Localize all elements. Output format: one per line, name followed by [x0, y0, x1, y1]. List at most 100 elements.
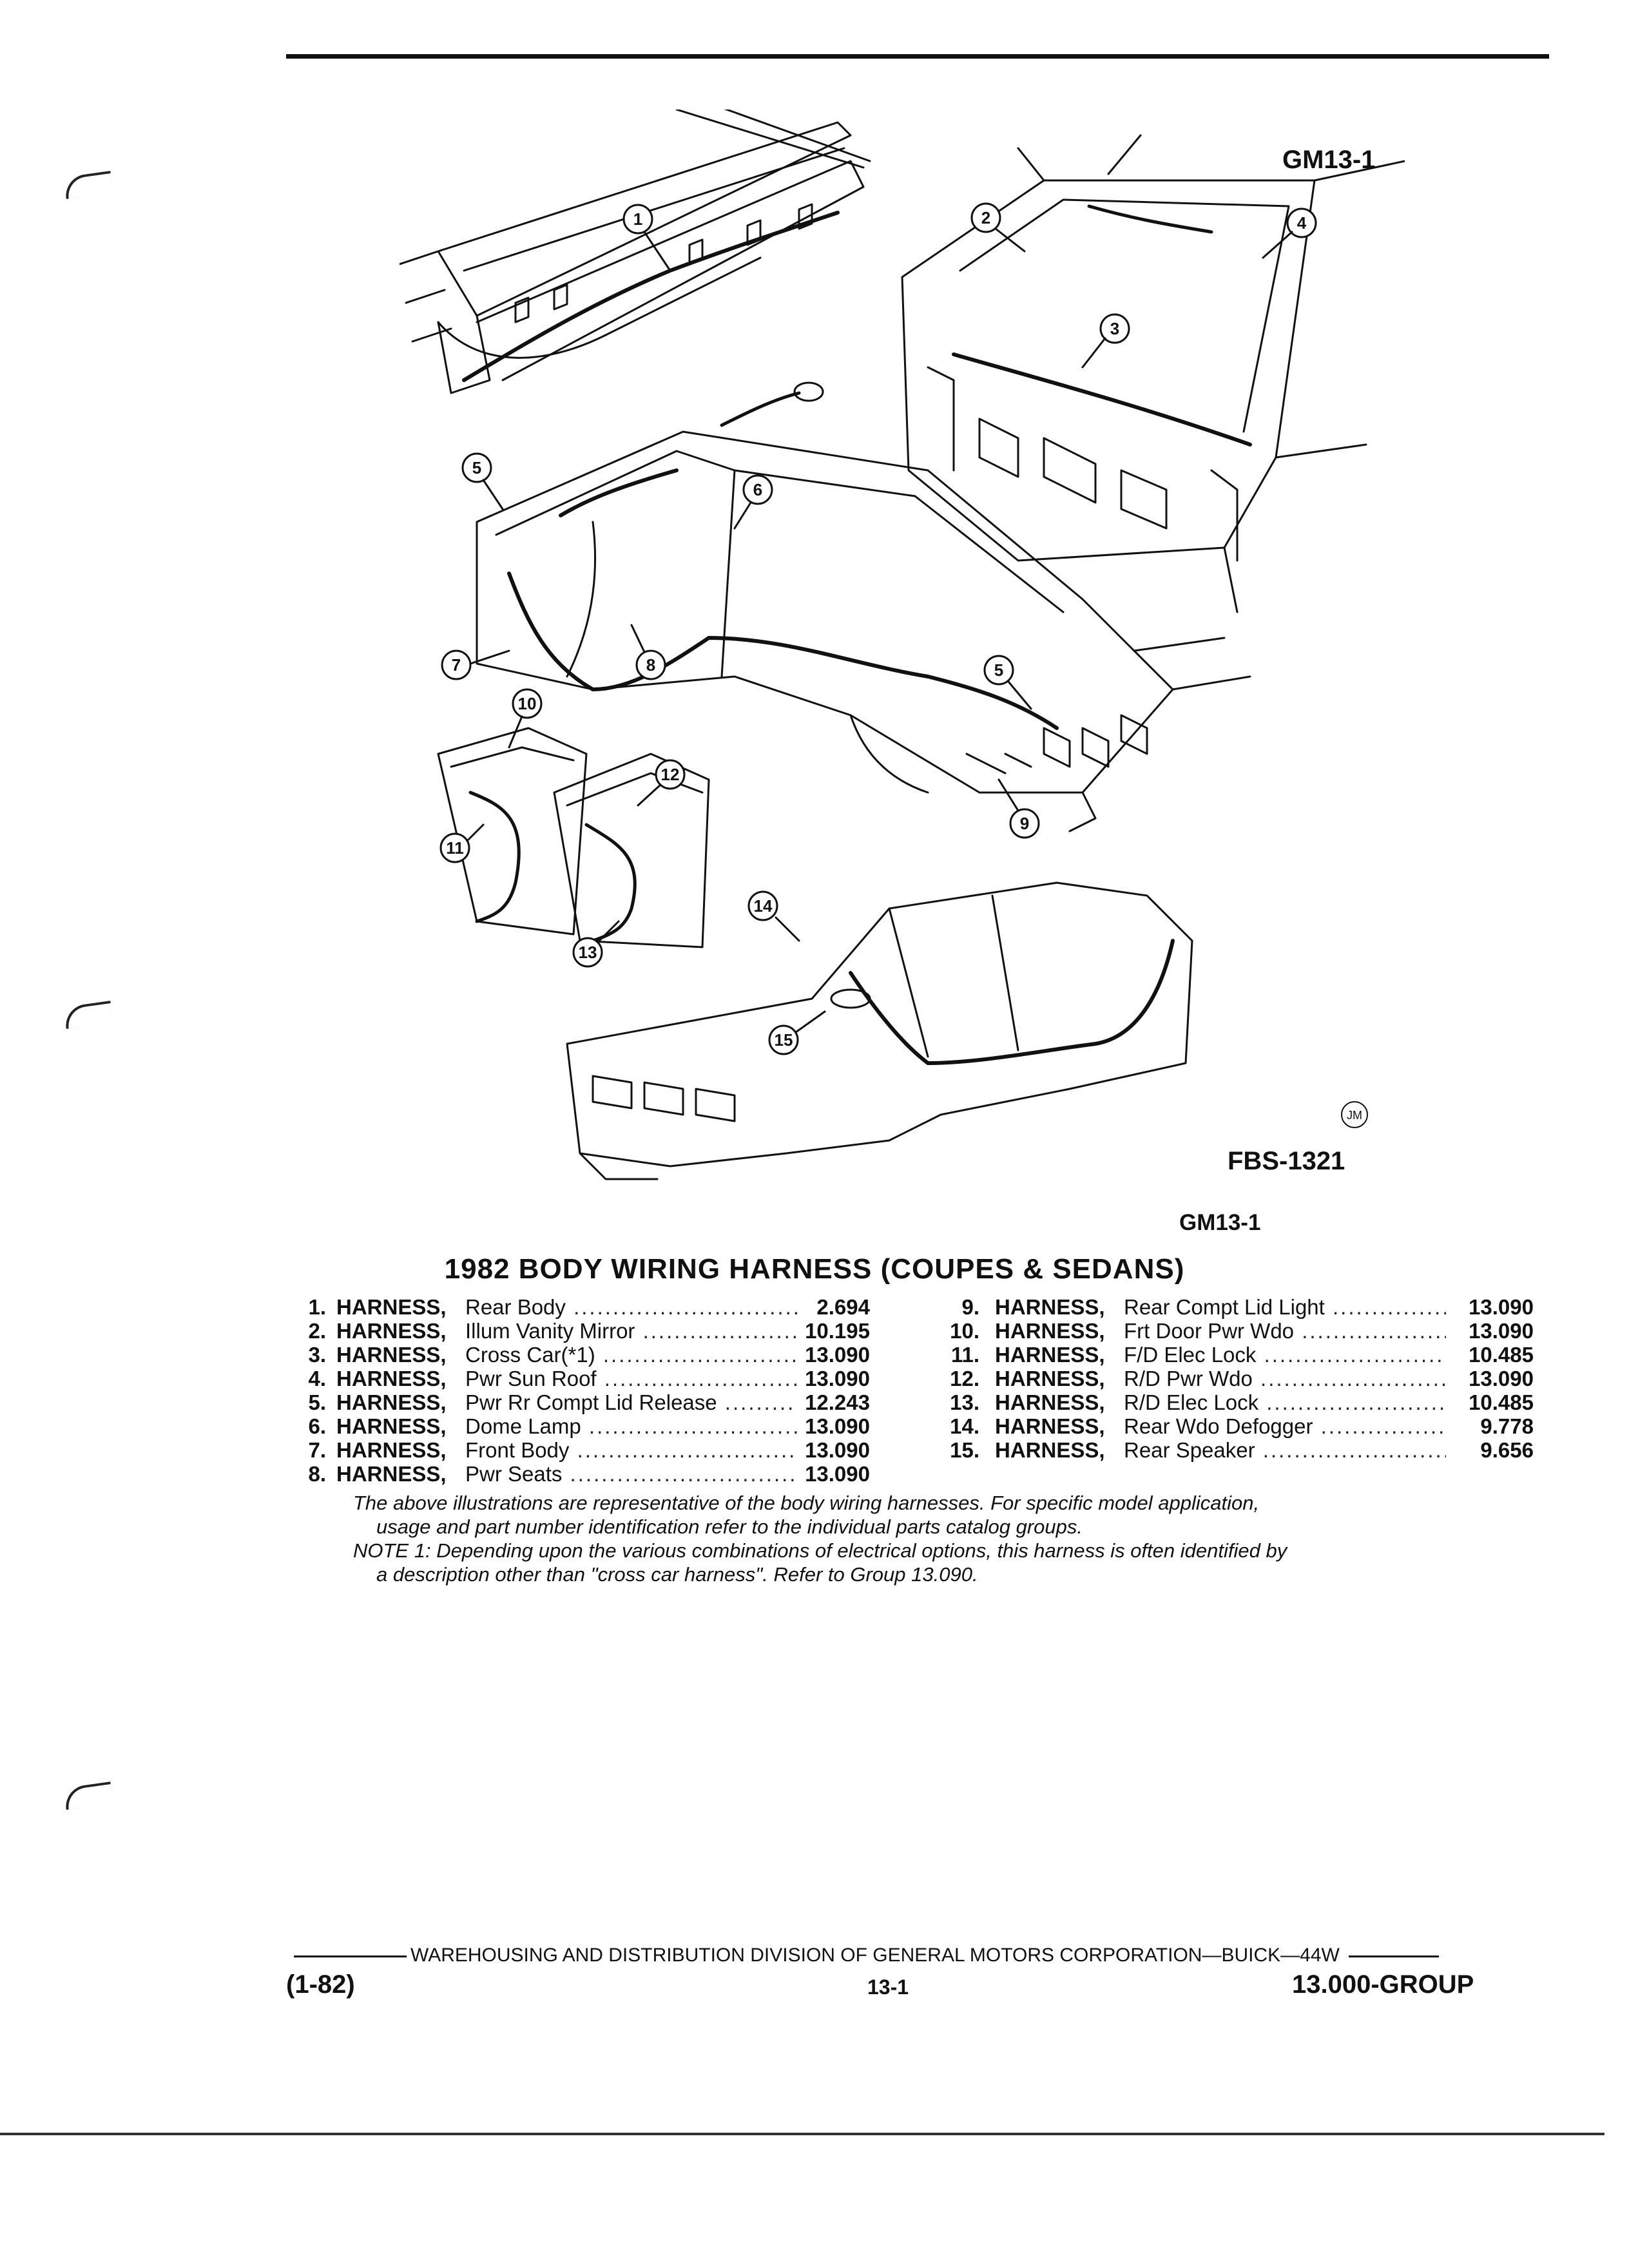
item-number: 9.: [961, 1295, 979, 1319]
parts-list-row: 1. HARNESS, Rear Body 2.694: [290, 1295, 870, 1320]
footer-division: WAREHOUSING AND DISTRIBUTION DIVISION OF…: [410, 1945, 1340, 1966]
artist-initials: JM: [1347, 1109, 1362, 1122]
item-number: 1.: [308, 1295, 326, 1319]
harness-keyword: HARNESS,: [995, 1438, 1105, 1462]
footer-division-line: WAREHOUSING AND DISTRIBUTION DIVISION OF…: [290, 1945, 1443, 1966]
harness-keyword: HARNESS,: [995, 1319, 1105, 1343]
callout-circle: [630, 624, 666, 680]
front-body-drawing: [476, 381, 1251, 832]
harness-keyword: HARNESS,: [336, 1367, 447, 1390]
item-description: Rear Body: [465, 1295, 800, 1320]
callout-circle: [1262, 207, 1317, 259]
item-description: R/D Elec Lock: [1124, 1390, 1446, 1415]
callout-label: 11: [446, 838, 464, 858]
item-number: 10.: [950, 1319, 979, 1343]
note-line: a description other than "cross car harn…: [376, 1563, 978, 1586]
item-number: 11.: [950, 1343, 979, 1367]
item-description: Cross Car(*1): [465, 1343, 800, 1367]
parts-list-row: 9. HARNESS, Rear Compt Lid Light 13.090: [941, 1295, 1534, 1320]
item-number: 5.: [308, 1390, 326, 1414]
harness-keyword: HARNESS,: [995, 1390, 1105, 1414]
item-number: 15.: [950, 1438, 979, 1462]
group-number: 13.090: [1461, 1295, 1534, 1320]
item-number: 6.: [308, 1414, 326, 1438]
item-number: 14.: [950, 1414, 979, 1438]
group-number: 10.485: [1461, 1390, 1534, 1415]
callout-markers: 1 2 3 4 5 6 7 8 5 9 10 11 12 13 14 15 JM: [439, 202, 1368, 1128]
parts-list-row: 4.HARNESS,Pwr Sun Roof13.090: [290, 1367, 870, 1391]
group-number: 10.195: [797, 1319, 870, 1343]
harness-keyword: HARNESS,: [336, 1295, 447, 1319]
callout-label: 3: [1110, 319, 1119, 338]
item-number: 7.: [308, 1438, 326, 1462]
parts-list-row: 6.HARNESS,Dome Lamp13.090: [290, 1414, 870, 1439]
callout-circle: [983, 655, 1032, 710]
rear-body-panel-drawing: [400, 110, 871, 394]
harness-keyword: HARNESS,: [336, 1319, 447, 1343]
group-number: 13.090: [1461, 1367, 1534, 1391]
group-number: 13.090: [797, 1343, 870, 1367]
group-number: 9.656: [1472, 1438, 1534, 1463]
artist-mark: [1341, 1101, 1368, 1128]
footer-page-number: 13-1: [867, 1975, 909, 1999]
footer-date: (1-82): [286, 1970, 355, 1999]
group-number: 13.090: [797, 1367, 870, 1391]
parts-list-row: 10. HARNESS, Frt Door Pwr Wdo 13.090: [941, 1319, 1534, 1343]
parts-list-row: 13.HARNESS,R/D Elec Lock10.485: [941, 1390, 1534, 1415]
callout-label: 5: [472, 458, 481, 477]
item-description: Rear Wdo Defogger: [1124, 1414, 1446, 1439]
group-number: 2.694: [809, 1295, 870, 1320]
parts-list-row: 2.HARNESS,Illum Vanity Mirror10.195: [290, 1319, 870, 1343]
parts-list-row: 3.HARNESS,Cross Car(*1)13.090: [290, 1343, 870, 1367]
footer-rule-left: [294, 1955, 407, 1957]
figure-code-caption: GM13-1: [1179, 1210, 1261, 1235]
callout-circle: [747, 890, 800, 942]
parts-list-right: 9. HARNESS, Rear Compt Lid Light 13.090 10. H…: [941, 1295, 1534, 1463]
item-number: 12.: [950, 1367, 979, 1390]
group-number: 10.485: [1461, 1343, 1534, 1367]
item-description: Pwr Seats: [465, 1462, 800, 1486]
callout-label: 4: [1297, 213, 1307, 233]
callout-circle: [622, 204, 671, 272]
parts-list-row: 12.HARNESS,R/D Pwr Wdo13.090: [941, 1367, 1534, 1391]
item-description: Frt Door Pwr Wdo: [1124, 1319, 1446, 1343]
callout-circle: [572, 920, 620, 968]
callout-circle: [461, 452, 504, 510]
callout-label: 15: [775, 1030, 793, 1050]
wiring-harness-illustration: 1 2 3 4 5 6 7 8 5 9 10 11 12 13 14 15 JM: [400, 110, 1405, 1180]
item-description: F/D Elec Lock: [1124, 1343, 1446, 1367]
harness-keyword: HARNESS,: [995, 1343, 1105, 1367]
item-description: Front Body: [465, 1438, 800, 1463]
group-number: 13.090: [797, 1414, 870, 1439]
callout-circle: [637, 759, 686, 807]
binder-punch-mark: [63, 1782, 114, 1810]
parts-list-row: 15.HARNESS,Rear Speaker9.656: [941, 1438, 1534, 1463]
parts-list-row: 11. HARNESS, F/D Elec Lock 10.485: [941, 1343, 1534, 1367]
callout-circle: [441, 649, 510, 680]
harness-keyword: HARNESS,: [995, 1295, 1105, 1319]
group-number: 13.090: [1461, 1319, 1534, 1343]
rear-quarter-drawing: [566, 881, 1193, 1180]
harness-keyword: HARNESS,: [995, 1414, 1105, 1438]
group-number: 13.090: [797, 1438, 870, 1463]
harness-keyword: HARNESS,: [336, 1343, 447, 1367]
callout-circle: [1081, 313, 1130, 369]
parts-list-row: 5.HARNESS,Pwr Rr Compt Lid Release12.243: [290, 1390, 870, 1415]
top-rule: [286, 54, 1549, 59]
footer-rule-right: [1348, 1955, 1439, 1957]
item-description: Rear Compt Lid Light: [1124, 1295, 1446, 1320]
callout-label: 1: [633, 209, 642, 229]
section-title: 1982 BODY WIRING HARNESS (COUPES & SEDAN…: [444, 1253, 1185, 1285]
binder-punch-mark: [63, 171, 114, 199]
item-description: Dome Lamp: [465, 1414, 800, 1439]
binder-punch-mark: [63, 1001, 114, 1029]
callout-label: 10: [518, 694, 537, 713]
harness-keyword: HARNESS,: [336, 1390, 447, 1414]
note-line: NOTE 1: Depending upon the various combi…: [353, 1539, 1287, 1562]
bottom-rule: [0, 2133, 1605, 2135]
callout-label: 5: [994, 660, 1003, 680]
parts-list-row: 14.HARNESS,Rear Wdo Defogger9.778: [941, 1414, 1534, 1439]
rear-compartment-drawing: [901, 134, 1405, 613]
parts-list-row: 7.HARNESS,Front Body13.090: [290, 1438, 870, 1463]
group-number: 13.090: [797, 1462, 870, 1486]
